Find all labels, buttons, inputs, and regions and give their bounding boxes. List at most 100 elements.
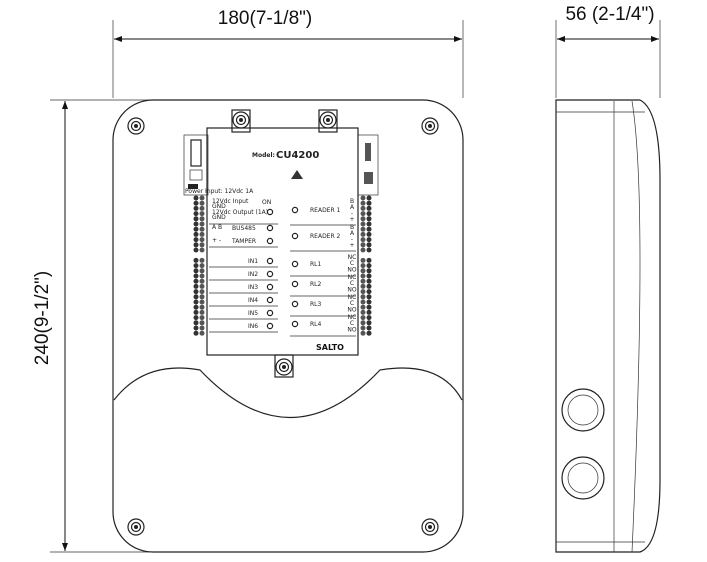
side-view (555, 99, 661, 553)
led-indicator-icon (266, 322, 274, 330)
power-input-label: Power Input: 12Vdc 1A (185, 188, 254, 195)
terminal-screw-icon (360, 294, 366, 300)
pin-label: C (350, 260, 354, 267)
controller-module (206, 127, 359, 356)
screw-icon (421, 117, 439, 135)
terminal-screw-icon (360, 283, 366, 289)
led-indicator-icon (266, 309, 274, 317)
front-view: Model: CU4200 Power Input: 12Vdc 1A ON 1… (112, 99, 464, 553)
terminal-screw-icon (360, 320, 366, 326)
terminal-screw-icon (360, 299, 366, 305)
terminal-screw-icon (193, 231, 199, 237)
led-indicator-icon (266, 208, 274, 216)
right-row-label: RL4 (310, 321, 322, 328)
led-indicator-icon (291, 280, 299, 288)
pin-label: C (350, 300, 354, 307)
pin-label: + (349, 216, 354, 223)
terminal-screw-icon (193, 211, 199, 217)
terminal-screw-icon (360, 289, 366, 295)
left-terminal-strip (193, 195, 205, 336)
left-row-label: BUS485 (232, 225, 256, 232)
led-indicator-icon (291, 300, 299, 308)
terminal-screw-icon (193, 247, 199, 253)
terminal-screw-icon (360, 200, 366, 206)
led-indicator-icon (291, 232, 299, 240)
height-dimension: 240(9-1/2") (32, 99, 200, 553)
pin-label: - (351, 236, 353, 243)
gnd-label: GND (212, 203, 226, 210)
led-indicator-icon (266, 224, 274, 232)
terminal-screw-icon (360, 211, 366, 217)
terminal-screw-icon (193, 273, 199, 279)
terminal-screw-icon (360, 216, 366, 222)
gnd-label: GND (212, 214, 226, 221)
terminal-screw-icon (360, 221, 366, 227)
right-row-label: READER 1 (310, 207, 341, 214)
terminal-screw-icon (360, 315, 366, 321)
pin-label: NO (347, 306, 356, 313)
left-row-label: IN2 (248, 271, 258, 278)
pin-labels: A B (212, 224, 222, 231)
left-row-label: TAMPER (231, 238, 256, 245)
pin-label: NO (347, 266, 356, 273)
terminal-screw-icon (193, 216, 199, 222)
left-row-label: IN6 (248, 323, 258, 330)
led-indicator-icon (291, 320, 299, 328)
pin-label: A (350, 204, 355, 211)
terminal-screw-icon (360, 268, 366, 274)
pin-label: B (350, 224, 354, 231)
pin-label: + (349, 242, 354, 249)
depth-dimension: 56 (2-1/4") (555, 4, 661, 98)
left-row-label: IN5 (248, 310, 258, 317)
terminal-screw-icon (360, 231, 366, 237)
pin-labels: + - (212, 237, 221, 244)
terminal-screw-icon (193, 283, 199, 289)
left-row-label: IN3 (248, 284, 258, 291)
left-row-label: IN4 (248, 297, 258, 304)
led-indicator-icon (266, 257, 274, 265)
warning-icon (291, 170, 303, 179)
terminal-screw-icon (193, 289, 199, 295)
width-label: 180(7-1/8") (218, 8, 312, 29)
pin-label: NC (348, 294, 357, 301)
cable-gland-icon (561, 456, 605, 500)
led-indicator-icon (291, 206, 299, 214)
led-indicator-icon (266, 237, 274, 245)
terminal-screw-icon (193, 205, 199, 211)
terminal-screw-icon (193, 304, 199, 310)
model-name: CU4200 (276, 150, 319, 161)
model-prefix: Model: (252, 152, 275, 159)
terminal-screw-icon (193, 195, 199, 201)
terminal-screw-icon (193, 268, 199, 274)
right-row-label: RL1 (310, 261, 322, 268)
terminal-screw-icon (193, 263, 199, 269)
terminal-screw-icon (193, 299, 199, 305)
terminal-screw-icon (360, 205, 366, 211)
led-indicator-icon (266, 270, 274, 278)
pin-label: C (350, 320, 354, 327)
terminal-screw-icon (360, 278, 366, 284)
pin-label: A (350, 230, 355, 237)
terminal-screw-icon (360, 309, 366, 315)
depth-label: 56 (2-1/4") (565, 4, 654, 25)
pin-label: C (350, 280, 354, 287)
right-row-label: RL3 (310, 301, 322, 308)
brand-logo: SALTO (316, 343, 344, 352)
screw-icon (127, 117, 145, 135)
terminal-screw-icon (193, 325, 199, 331)
terminal-screw-icon (193, 257, 199, 263)
terminal-screw-icon (193, 221, 199, 227)
left-row-label: 12Vdc Output (1A) (212, 209, 268, 216)
terminal-screw-icon (360, 273, 366, 279)
led-indicator-icon (291, 260, 299, 268)
cable-gland-icon (561, 388, 605, 432)
terminal-screw-icon (360, 237, 366, 243)
width-dimension: 180(7-1/8") (112, 8, 464, 98)
pin-label: NO (347, 326, 356, 333)
pin-label: - (351, 210, 353, 217)
terminal-screw-icon (360, 242, 366, 248)
left-row-label: IN1 (248, 258, 258, 265)
right-row-label: RL2 (310, 281, 322, 288)
terminal-screw-icon (193, 237, 199, 243)
terminal-screw-icon (193, 226, 199, 232)
